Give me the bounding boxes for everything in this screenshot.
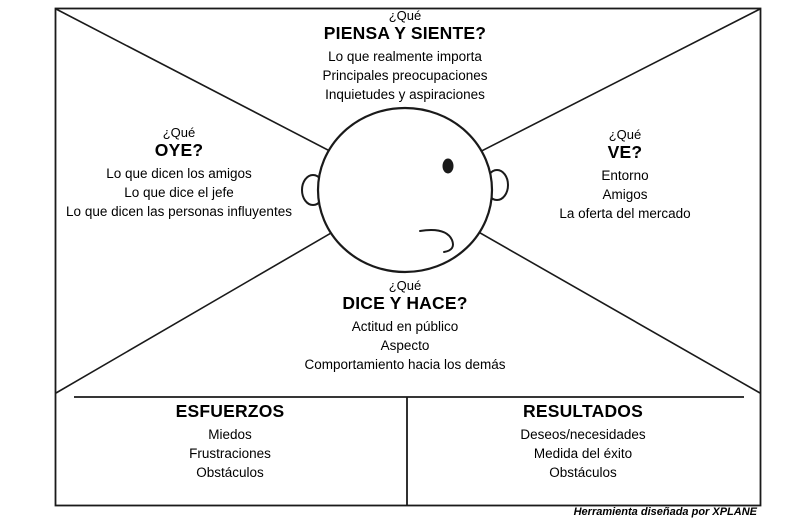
section-results-title: RESULTADOS xyxy=(523,401,643,421)
section-efforts: ESFUERZOS Miedos Frustraciones Obstáculo… xyxy=(176,401,285,482)
list-item: Miedos xyxy=(208,427,252,442)
list-item: La oferta del mercado xyxy=(559,206,691,221)
list-item: Entorno xyxy=(601,168,649,183)
section-see-question: ¿Qué xyxy=(608,127,642,142)
section-think-items: Lo que realmente importa Principales pre… xyxy=(322,47,487,104)
section-efforts-title: ESFUERZOS xyxy=(175,401,285,421)
list-item: Aspecto xyxy=(380,338,430,353)
list-item: Amigos xyxy=(602,187,648,202)
section-say-do-items: Actitud en público Aspecto Comportamient… xyxy=(304,317,505,374)
section-hear: ¿Qué OYE? Lo que dicen los amigos Lo que… xyxy=(66,125,292,221)
section-see-items: Entorno Amigos La oferta del mercado xyxy=(559,166,690,223)
outer-border xyxy=(54,7,762,507)
section-think: ¿Qué PIENSA Y SIENTE? Lo que realmente i… xyxy=(322,8,487,104)
section-see-title: VE? xyxy=(607,142,643,162)
list-item: Actitud en público xyxy=(351,319,459,334)
list-item: Inquietudes y aspiraciones xyxy=(325,87,485,102)
list-item: Deseos/necesidades xyxy=(520,427,646,442)
section-say-do: ¿Qué DICE Y HACE? Actitud en público Asp… xyxy=(304,278,505,374)
list-item: Lo que dicen las personas influyentes xyxy=(66,204,292,219)
section-see: ¿Qué VE? Entorno Amigos La oferta del me… xyxy=(559,127,690,223)
section-hear-question: ¿Qué xyxy=(162,125,196,140)
list-item: Lo que dicen los amigos xyxy=(106,166,252,181)
section-think-title: PIENSA Y SIENTE? xyxy=(323,23,487,43)
head-icon xyxy=(316,106,494,274)
footer-credit: Herramienta diseñada por XPLANE xyxy=(573,506,757,518)
list-item: Obstáculos xyxy=(196,465,264,480)
section-think-question: ¿Qué xyxy=(388,8,422,23)
list-item: Lo que realmente importa xyxy=(328,49,482,64)
section-hear-title: OYE? xyxy=(154,140,204,160)
section-results: RESULTADOS Deseos/necesidades Medida del… xyxy=(520,401,645,482)
section-say-do-question: ¿Qué xyxy=(388,278,422,293)
list-item: Frustraciones xyxy=(189,446,271,461)
list-item: Principales preocupaciones xyxy=(322,68,488,83)
list-item: Comportamiento hacia los demás xyxy=(304,357,506,372)
section-hear-items: Lo que dicen los amigos Lo que dice el j… xyxy=(66,164,292,221)
list-item: Lo que dice el jefe xyxy=(124,185,234,200)
section-efforts-items: Miedos Frustraciones Obstáculos xyxy=(176,425,285,482)
list-item: Obstáculos xyxy=(549,465,617,480)
section-results-items: Deseos/necesidades Medida del éxito Obst… xyxy=(520,425,645,482)
nose-icon xyxy=(419,229,454,253)
section-say-do-title: DICE Y HACE? xyxy=(342,293,468,313)
eye-icon xyxy=(442,158,454,174)
list-item: Medida del éxito xyxy=(533,446,633,461)
